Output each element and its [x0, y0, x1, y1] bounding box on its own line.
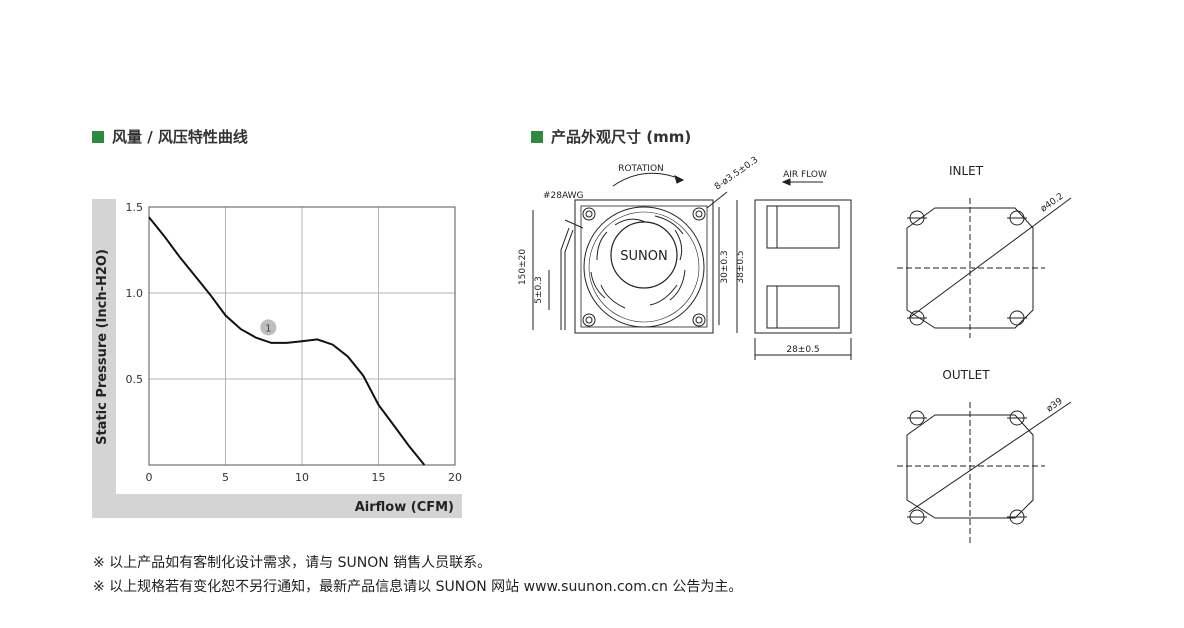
inlet-diameter-label: ø40.2	[1039, 192, 1066, 215]
wire-label: #28AWG	[543, 191, 584, 201]
blade-4	[600, 284, 626, 309]
outlet-label: OUTLET	[942, 368, 990, 382]
note-spec-change: ※ 以上规格若有变化恕不另行通知，最新产品信息请以 SUNON 网站 www.s…	[93, 579, 743, 595]
blade-2	[674, 229, 683, 261]
mount-hole-br	[692, 313, 706, 327]
dimensions-title-text: 产品外观尺寸 (mm)	[551, 128, 692, 146]
note-custom-design: ※ 以上产品如有客制化设计需求，请与 SUNON 销售人员联系。	[93, 555, 492, 571]
hole-leader	[706, 191, 728, 209]
tick-labels: 0 5 10 15 20 0.5 1.0 1.5	[126, 201, 463, 484]
blade-1	[614, 218, 646, 226]
side-upper-block	[766, 205, 840, 249]
dimensions-title: 产品外观尺寸 (mm)	[531, 126, 691, 147]
side-lower-block	[766, 285, 840, 329]
y-axis-label: Static Pressure (Inch-H2O)	[95, 249, 110, 445]
dim-30-label: 30±0.3	[720, 250, 730, 283]
mount-hole-tr	[692, 207, 706, 221]
fan-opening	[583, 206, 705, 328]
rotation-label: ROTATION	[618, 164, 664, 174]
rotation-arrow	[612, 172, 684, 187]
dim-5-label: 5±0.3	[534, 276, 544, 304]
inlet-label: INLET	[949, 164, 984, 178]
fan-frame-inner	[580, 205, 708, 328]
blade-5	[596, 231, 608, 261]
mount-hole-bl-inner	[585, 316, 593, 324]
side-frame	[754, 199, 852, 334]
mount-hole-tr-inner	[695, 210, 703, 218]
blade-6	[654, 215, 684, 235]
holes-label: 8-ø3.5±0.3	[713, 155, 760, 192]
outlet-outline	[906, 414, 1034, 519]
x-tick-label: 20	[448, 471, 462, 484]
wire-2	[564, 229, 574, 330]
series-1-line	[148, 216, 426, 466]
green-square-icon	[531, 130, 543, 143]
blade-8	[590, 271, 606, 299]
mount-hole-br-inner	[695, 316, 703, 324]
inlet-drawing	[897, 197, 1072, 338]
airflow-label: AIR FLOW	[783, 170, 827, 180]
fan-front-view	[532, 172, 738, 334]
ylabel-band	[92, 199, 116, 518]
x-tick-label: 0	[146, 471, 153, 484]
rotation-arrowhead	[674, 175, 685, 184]
mount-hole-bl	[582, 313, 596, 327]
dim-150-label: 150±20	[518, 249, 528, 285]
y-tick-label: 1.0	[126, 287, 144, 300]
plot-frame	[148, 206, 456, 466]
green-square-icon	[92, 130, 104, 143]
dimension-drawings-svg: ROTATION #28AWG 8-ø3.5±0.3 SUNON 30±0.3 …	[518, 155, 1072, 545]
mount-hole-tl-inner	[585, 210, 593, 218]
x-tick-label: 10	[295, 471, 309, 484]
pq-chart: 0 5 10 15 20 0.5 1.0 1.5 1 Static Pressure (Inc…	[92, 199, 462, 518]
series-1-marker-label: 1	[265, 323, 271, 334]
airflow-pressure-title-text: 风量 / 风压特性曲线	[112, 128, 248, 146]
y-tick-label: 1.5	[126, 201, 144, 214]
fan-frame	[574, 199, 714, 334]
wire-1	[560, 227, 570, 330]
x-tick-label: 15	[372, 471, 386, 484]
outlet-diameter-label: ø39	[1045, 396, 1065, 414]
fan-brand-label: SUNON	[620, 249, 667, 264]
pq-chart-svg: 0 5 10 15 20 0.5 1.0 1.5 1 Static Pressure (Inc…	[92, 199, 462, 518]
airflow-pressure-title: 风量 / 风压特性曲线	[92, 126, 248, 147]
blade-3	[649, 284, 678, 306]
outlet-diameter-line	[908, 401, 1072, 513]
series-1-marker: 1	[260, 319, 277, 336]
x-axis-label: Airflow (CFM)	[355, 500, 454, 515]
series-1-marker-circle	[260, 319, 277, 336]
fan-side-view	[754, 178, 852, 360]
airflow-arrowhead	[781, 178, 791, 186]
y-tick-label: 0.5	[126, 373, 144, 386]
fan-opening-inner	[588, 211, 700, 323]
dim-38-label: 38±0.5	[736, 250, 746, 283]
wire-leader	[564, 219, 584, 229]
xlabel-band	[92, 494, 462, 518]
dimension-drawings: ROTATION #28AWG 8-ø3.5±0.3 SUNON 30±0.3 …	[505, 150, 1105, 550]
blade-7	[669, 269, 686, 301]
x-tick-label: 5	[222, 471, 229, 484]
mount-hole-tl	[582, 207, 596, 221]
grid	[148, 206, 456, 465]
axes	[148, 206, 456, 466]
inlet-outline	[906, 207, 1034, 329]
outlet-drawing	[897, 401, 1072, 545]
inlet-diameter-line	[908, 197, 1072, 319]
dim-28-label: 28±0.5	[786, 345, 819, 355]
